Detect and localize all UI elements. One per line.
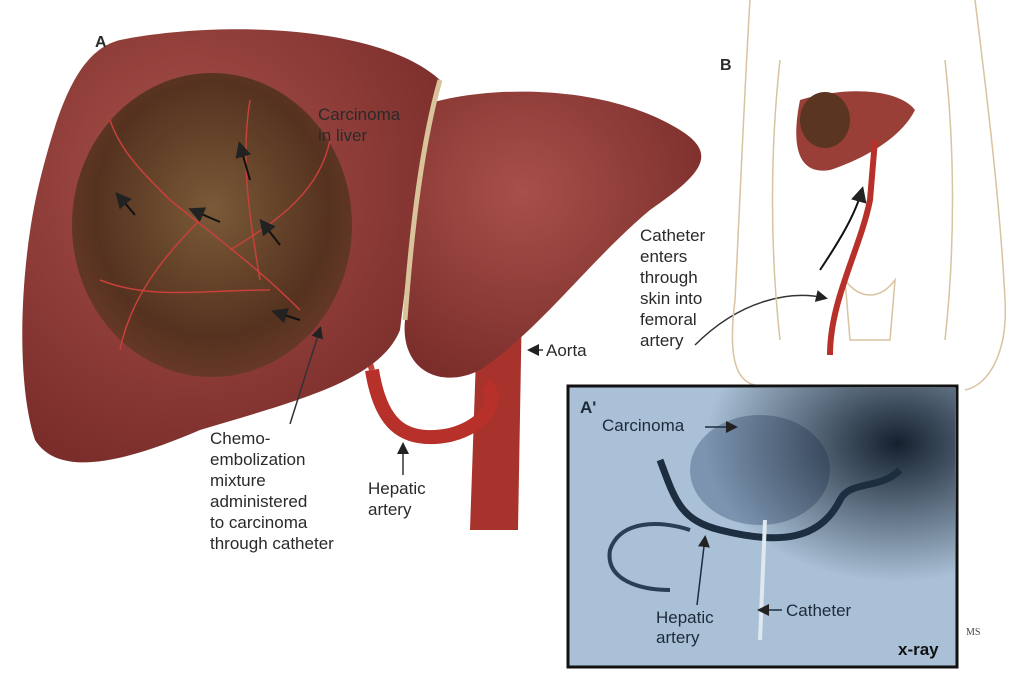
flow-arrows [115,141,301,324]
xray-catheter-label: Catheter [786,601,852,620]
panel-b-label: B [720,57,732,74]
label-line: enters [640,247,688,266]
label-line: Catheter [640,226,706,245]
body-outline [731,0,1007,391]
label-line: to carcinoma [210,513,308,532]
liver-right-lobe [403,91,702,378]
label-line: administered [210,492,308,511]
label-line: mixture [210,471,266,490]
label-line: artery [640,331,684,350]
label-line: in liver [318,126,368,145]
panel-a-prime-label: A' [580,398,597,417]
artist-signature: MS [966,627,981,638]
label-line: femoral [640,310,697,329]
aorta-label: Aorta [546,341,587,360]
label-line: Carcinoma [318,105,401,124]
panel-a-label: A [95,34,107,51]
xray-image [566,384,959,669]
hepatic-artery-label: Hepatic artery [368,478,426,520]
label-line: through catheter [210,534,334,553]
xray-carcinoma-label: Carcinoma [602,416,685,435]
label-line: artery [656,628,700,647]
xray-label: x-ray [898,640,939,659]
chemoembolization-label: Chemo- embolization mixture administered… [210,428,334,554]
label-line: through [640,268,698,287]
carcinoma [72,73,352,377]
label-line: embolization [210,450,306,469]
label-line: skin into [640,289,703,308]
femoral-artery [827,139,878,356]
tumor-vessels [99,99,331,351]
xray-hepatic-artery-label: Hepatic artery [656,608,714,648]
catheter-entry-label: Catheter enters through skin into femora… [640,225,705,351]
label-line: Hepatic [656,608,714,627]
label-line: Chemo- [210,429,271,448]
carcinoma-in-liver-label: Carcinoma in liver [318,104,400,146]
label-line: artery [368,500,412,519]
label-line: Hepatic [368,479,426,498]
